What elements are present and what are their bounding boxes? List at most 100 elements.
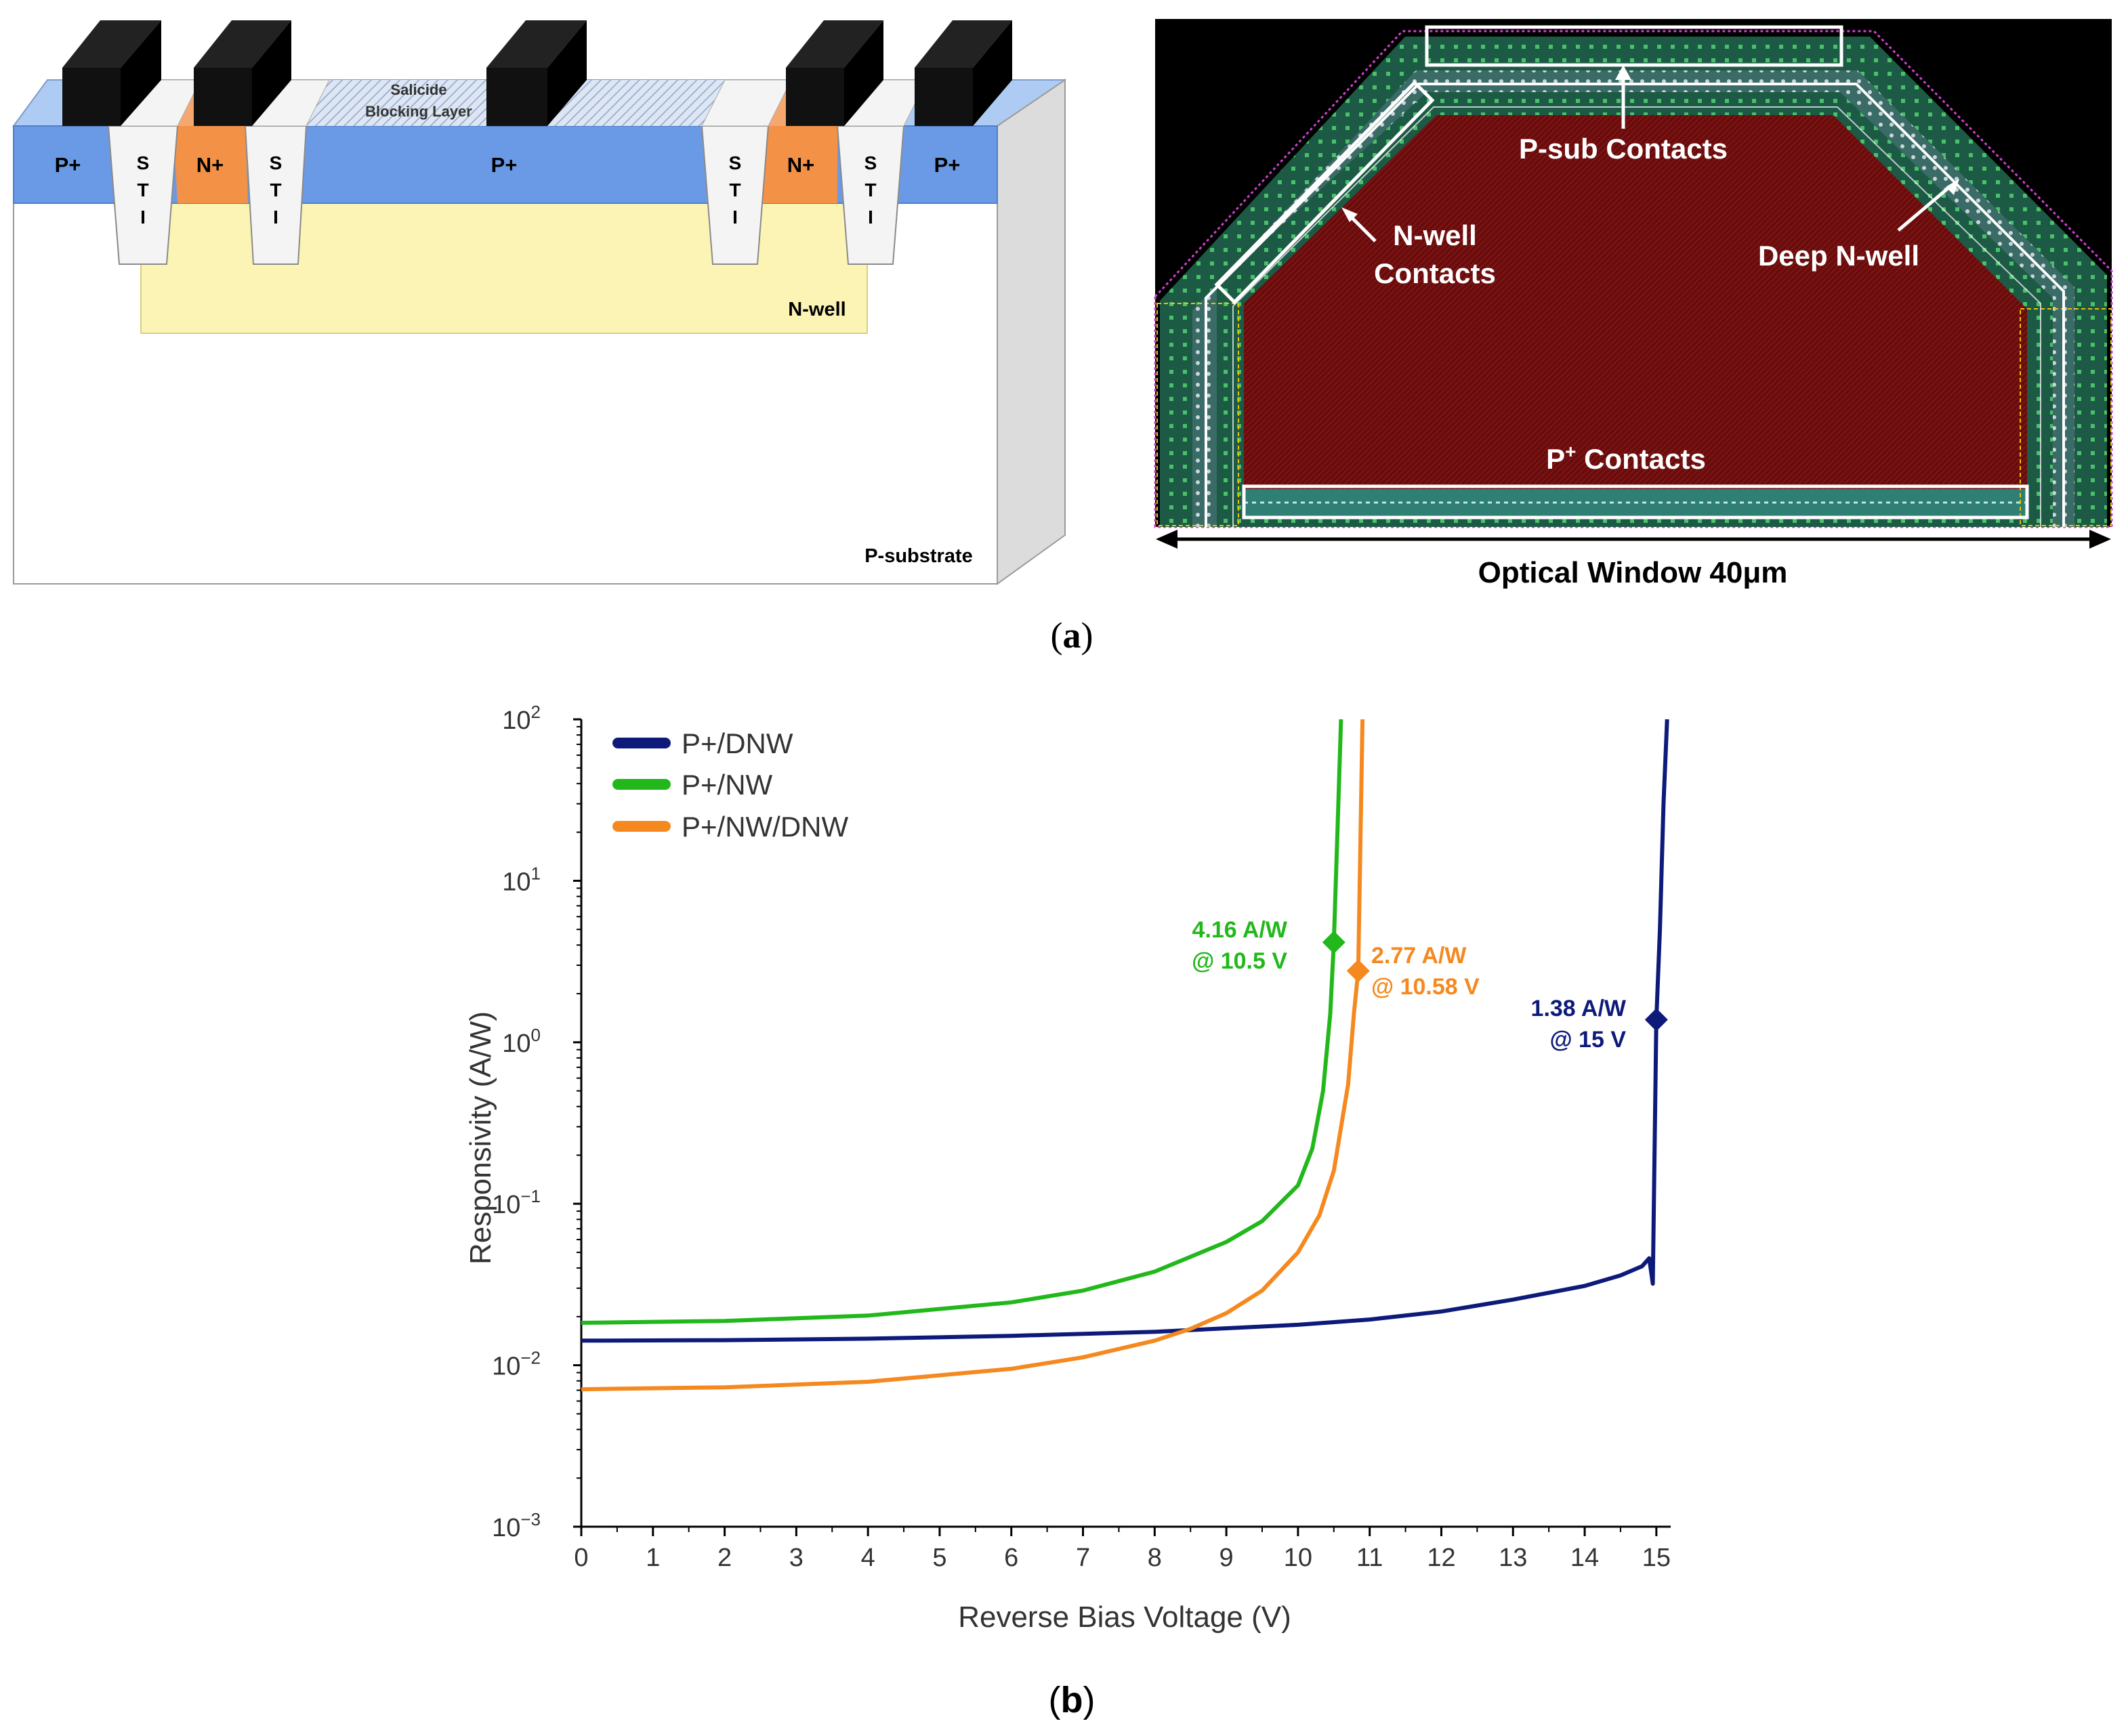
series-dnw-line — [581, 719, 1669, 1343]
n-plus-outline — [1232, 106, 2041, 527]
label-nwell-line2: Contacts — [1374, 257, 1496, 289]
svg-text:S: S — [270, 152, 283, 173]
annotation-nw-value: 4.16 A/W — [1192, 917, 1288, 943]
svg-text:P+/NW: P+/NW — [682, 769, 773, 801]
callout-arrows — [1341, 65, 1959, 242]
svg-text:T: T — [137, 179, 148, 200]
x-tick-label: 3 — [789, 1544, 804, 1572]
cross-section-diagram: P+ N+ P+ N+ P+ S T I S T I S T I S T I S… — [12, 20, 1066, 585]
outer-boundary — [1154, 30, 2113, 528]
svg-text:T: T — [729, 179, 740, 200]
side-face — [997, 79, 1066, 585]
annotation-nwdnw-value: 2.77 A/W — [1371, 943, 1467, 969]
svg-text:I: I — [868, 207, 873, 228]
pplus-highlight-box — [1242, 484, 2029, 520]
marker-nw — [1322, 931, 1345, 954]
label-optical-window: Optical Window 40μm — [1478, 556, 1788, 589]
y-tick-label: 10−1 — [492, 1186, 541, 1219]
y-ticks: 10−3 10−2 10−1 100 101 102 — [492, 702, 581, 1542]
label-salicide-2: Blocking Layer — [365, 103, 472, 120]
label-n-plus-left: N+ — [196, 153, 224, 177]
svg-text:T: T — [270, 179, 281, 200]
label-p-plus-center: P+ — [491, 153, 518, 177]
yellow-edge-left — [1156, 303, 1239, 526]
x-tick-label: 13 — [1499, 1544, 1527, 1572]
series-nw-line — [581, 719, 1343, 1325]
caption-b: (b) — [1049, 1680, 1096, 1720]
x-tick-label: 1 — [646, 1544, 660, 1572]
svg-text:P+/DNW: P+/DNW — [682, 727, 793, 759]
legend-item-nwdnw: P+/NW/DNW — [612, 811, 849, 843]
x-tick-label: 7 — [1076, 1544, 1090, 1572]
svg-text:P+/NW/DNW: P+/NW/DNW — [682, 811, 849, 843]
contact-5 — [915, 20, 1012, 126]
svg-text:S: S — [864, 152, 877, 173]
x-tick-label: 15 — [1642, 1544, 1671, 1572]
label-p-plus-right: P+ — [934, 153, 961, 177]
svg-text:S: S — [729, 152, 742, 173]
contact-3 — [486, 20, 587, 126]
y-tick-label: 101 — [502, 863, 541, 896]
caption-a: (a) — [1051, 615, 1093, 656]
x-axis-label: Reverse Bias Voltage (V) — [958, 1601, 1291, 1634]
x-tick-label: 6 — [1004, 1544, 1018, 1572]
x-tick-label: 8 — [1148, 1544, 1162, 1572]
label-nwell-line1: N-well — [1393, 219, 1477, 251]
n-plus-left-region — [173, 126, 248, 203]
photodiode-core — [1244, 115, 2027, 489]
y-axis-label: Responsivity (A/W) — [464, 1011, 497, 1265]
annotation-nwdnw-bias: @ 10.58 V — [1371, 974, 1480, 1000]
series-layer — [581, 719, 1669, 1392]
label-p-plus-left: P+ — [55, 153, 81, 177]
x-tick-label: 5 — [932, 1544, 946, 1572]
x-tick-label: 4 — [861, 1544, 875, 1572]
label-n-well: N-well — [788, 299, 846, 320]
y-tick-label: 100 — [502, 1025, 541, 1058]
n-plus-right-region — [760, 126, 837, 203]
annotation-nw-bias: @ 10.5 V — [1192, 948, 1287, 974]
y-tick-label: 102 — [502, 702, 541, 735]
svg-text:T: T — [864, 179, 876, 200]
x-tick-label: 11 — [1356, 1544, 1383, 1572]
chart-legend: P+/DNW P+/NW P+/NW/DNW — [612, 727, 849, 843]
label-n-plus-right: N+ — [787, 153, 815, 177]
y-tick-label: 10−2 — [492, 1348, 541, 1381]
label-p-substrate: P-substrate — [864, 545, 973, 567]
x-tick-label: 12 — [1427, 1544, 1455, 1572]
marker-layer — [1322, 931, 1668, 1032]
deep-nwell-outline — [1205, 83, 2065, 527]
svg-text:I: I — [732, 207, 738, 228]
layout-diagram: P-sub Contacts N-well Contacts Deep N-we… — [1154, 19, 2113, 589]
chart-plot-area — [580, 719, 1671, 1528]
contact-2 — [194, 20, 291, 126]
annotation-dnw-bias: @ 15 V — [1549, 1027, 1626, 1053]
series-nwdnw-line — [581, 719, 1365, 1392]
x-tick-label: 14 — [1570, 1544, 1599, 1572]
legend-item-nw: P+/NW — [612, 769, 773, 801]
svg-text:I: I — [140, 207, 146, 228]
marker-dnw — [1644, 1008, 1668, 1032]
legend-item-dnw: P+/DNW — [612, 727, 793, 759]
x-tick-label: 2 — [717, 1544, 732, 1572]
marker-nwdnw — [1346, 959, 1370, 983]
contact-4 — [786, 20, 883, 126]
annotation-dnw-value: 1.38 A/W — [1531, 996, 1627, 1021]
y-tick-label: 10−3 — [492, 1509, 541, 1542]
svg-text:I: I — [273, 207, 278, 228]
yellow-edge-right — [2020, 308, 2112, 526]
label-deep-nwell: Deep N-well — [1758, 240, 1919, 272]
nwell-highlight-box — [1214, 80, 1435, 305]
label-psub-contacts: P-sub Contacts — [1519, 133, 1728, 165]
label-salicide-1: Salicide — [390, 81, 446, 98]
metal-contacts — [62, 20, 1012, 126]
x-tick-label: 9 — [1219, 1544, 1234, 1572]
optical-window-arrow — [1156, 530, 2111, 549]
label-pplus-contacts: P+ Contacts — [1546, 441, 1706, 475]
psub-highlight-box — [1425, 25, 1843, 67]
svg-text:S: S — [137, 152, 150, 173]
x-tick-label: 10 — [1284, 1544, 1312, 1572]
x-tick-label: 0 — [574, 1544, 588, 1572]
